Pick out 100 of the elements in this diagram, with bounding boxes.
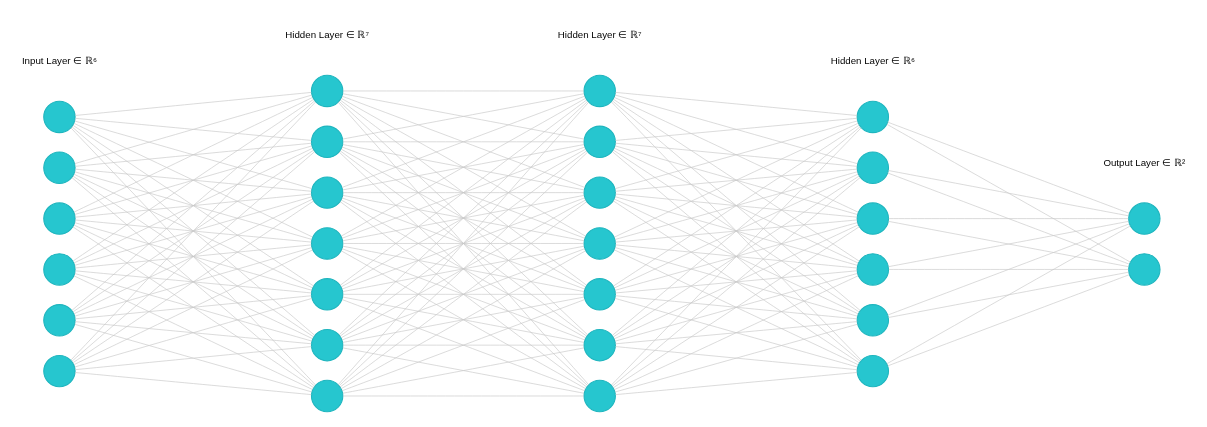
- connector: [886, 225, 1131, 364]
- connector: [614, 297, 858, 367]
- connector: [70, 127, 317, 385]
- connector: [74, 320, 312, 344]
- connector: [615, 91, 858, 116]
- connector: [615, 371, 858, 395]
- node-circle: [43, 354, 76, 387]
- connector: [74, 294, 312, 319]
- connector: [73, 198, 313, 314]
- connector: [614, 246, 858, 317]
- connector: [612, 100, 861, 311]
- connector: [74, 193, 312, 217]
- connector: [338, 100, 588, 335]
- connector: [72, 200, 314, 363]
- connector: [613, 225, 860, 388]
- node-circle: [1128, 201, 1161, 235]
- connector: [615, 345, 858, 370]
- connector: [342, 245, 585, 292]
- connector: [341, 247, 586, 340]
- connector: [74, 221, 313, 291]
- connector: [74, 120, 313, 189]
- connector: [341, 95, 586, 188]
- connector: [73, 275, 313, 390]
- connector: [74, 371, 312, 395]
- node-circle: [310, 277, 344, 311]
- connector: [74, 345, 312, 370]
- connector: [615, 294, 858, 319]
- connector: [74, 195, 313, 266]
- node-circle: [583, 74, 616, 107]
- node-circle: [583, 226, 616, 260]
- connector: [611, 126, 862, 385]
- connector: [74, 219, 312, 242]
- connector: [71, 99, 315, 311]
- node-circle: [43, 100, 76, 133]
- connector: [888, 271, 1130, 318]
- connector: [614, 170, 858, 240]
- connector: [615, 244, 858, 268]
- connector: [614, 221, 858, 291]
- connector: [341, 146, 586, 239]
- connector: [887, 223, 1130, 315]
- node-circle: [583, 328, 616, 361]
- connector: [613, 175, 860, 337]
- connector: [342, 191, 585, 193]
- node-circle: [856, 252, 890, 286]
- connector: [613, 147, 859, 263]
- node-circle: [856, 151, 890, 184]
- connector: [613, 274, 859, 390]
- connector: [73, 96, 313, 212]
- connector: [71, 150, 315, 362]
- connector: [612, 98, 860, 262]
- connector: [613, 173, 859, 288]
- node-circle: [310, 226, 344, 260]
- connector: [614, 145, 858, 215]
- connector: [72, 175, 314, 337]
- connector: [73, 249, 313, 365]
- node-circle: [43, 151, 76, 184]
- connector: [888, 217, 1129, 219]
- connector: [613, 124, 860, 286]
- connector: [886, 123, 1131, 262]
- connector: [887, 172, 1130, 264]
- connector: [70, 101, 317, 360]
- connector: [613, 122, 859, 238]
- node-circle: [856, 201, 890, 235]
- connector: [341, 197, 586, 289]
- connector: [888, 169, 1130, 216]
- connector: [72, 124, 314, 286]
- connector: [615, 193, 858, 217]
- connector: [615, 320, 858, 344]
- node-circle: [310, 328, 344, 361]
- connector: [342, 92, 585, 139]
- connector: [73, 224, 313, 339]
- connector: [888, 220, 1130, 267]
- connector: [613, 96, 859, 213]
- connector: [73, 147, 313, 263]
- connector: [613, 224, 859, 339]
- node-circle: [583, 379, 616, 412]
- connector: [71, 176, 315, 387]
- connector: [337, 101, 589, 385]
- connector: [340, 199, 587, 338]
- connector: [614, 272, 858, 341]
- connector: [614, 323, 858, 392]
- connector: [74, 244, 312, 268]
- connector: [71, 125, 315, 336]
- connector: [72, 226, 314, 388]
- connector: [74, 142, 312, 167]
- connector: [74, 94, 313, 164]
- connector: [72, 98, 314, 261]
- connector: [74, 117, 312, 141]
- connector: [74, 145, 313, 215]
- connector: [74, 171, 313, 240]
- label: Hidden Layer ∈ ℝ⁶: [830, 54, 915, 66]
- label: Output Layer ∈ ℝ²: [1103, 156, 1186, 168]
- connector: [74, 297, 313, 367]
- label: Input Layer ∈ ℝ⁶: [21, 54, 97, 66]
- connector: [74, 270, 312, 293]
- connector: [72, 149, 314, 312]
- node-circle: [856, 303, 890, 336]
- connector: [342, 347, 585, 394]
- node-circle: [43, 201, 76, 235]
- node-circle: [1128, 252, 1161, 286]
